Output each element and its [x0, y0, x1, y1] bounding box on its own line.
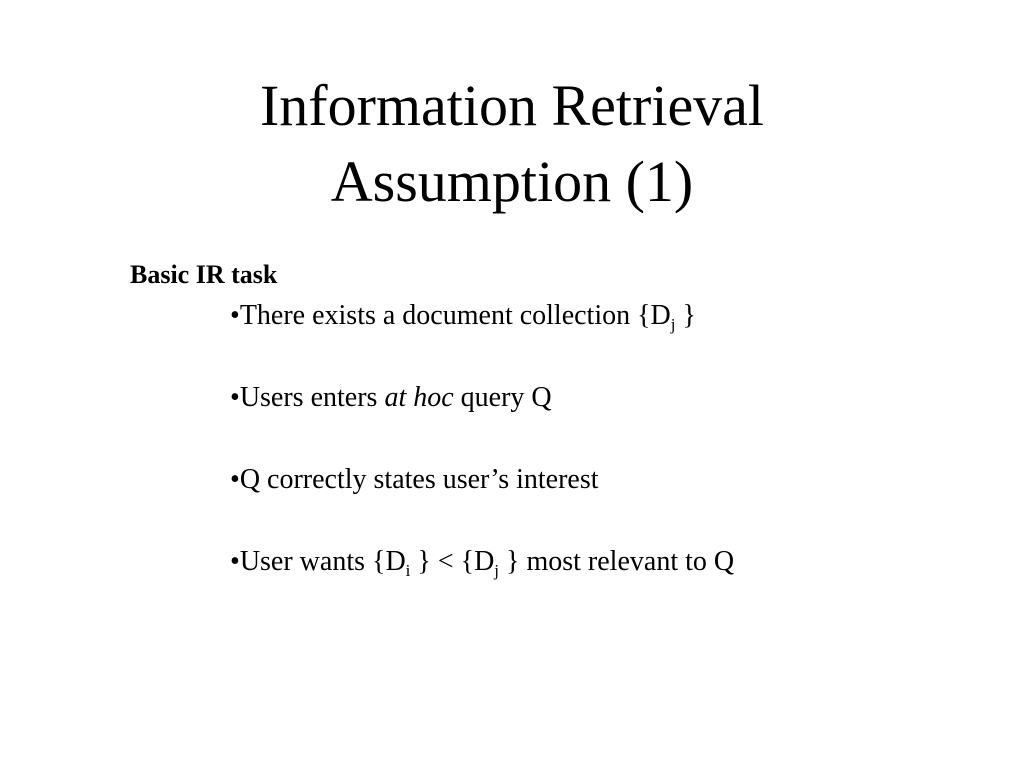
bullet-item-relevance: •User wants {Di } < {Dj } most relevant … — [230, 544, 734, 580]
subscript: j — [494, 561, 500, 580]
bullet-text: } — [675, 300, 696, 331]
bullet-marker: • — [230, 546, 240, 577]
bullet-text: } most relevant to Q — [499, 546, 735, 577]
emphasis-text: at hoc — [384, 382, 454, 413]
bullet-text: User wants {D — [239, 546, 406, 577]
bullet-item-collection: •There exists a document collection {Dj … — [230, 298, 734, 334]
bullet-text: Q correctly states user’s interest — [239, 464, 599, 495]
bullet-text: query Q — [453, 382, 552, 413]
bullet-text: There exists a document collection {D — [239, 300, 671, 331]
subscript: i — [405, 561, 411, 580]
title-line-2: Assumption (1) — [330, 149, 694, 214]
subheading: Basic IR task — [130, 260, 278, 289]
slide-title: Information Retrieval Assumption (1) — [0, 68, 1024, 220]
bullet-item-query: •Users enters at hoc query Q — [230, 380, 734, 416]
bullet-marker: • — [230, 382, 240, 413]
bullet-marker: • — [230, 464, 240, 495]
bullet-text: Users enters — [239, 382, 385, 413]
subscript: j — [670, 315, 676, 334]
bullet-item-interest: •Q correctly states user’s interest — [230, 462, 734, 498]
bullet-text: } < {D — [410, 546, 495, 577]
bullet-list: •There exists a document collection {Dj … — [230, 298, 734, 626]
title-line-1: Information Retrieval — [259, 73, 765, 138]
bullet-marker: • — [230, 300, 240, 331]
